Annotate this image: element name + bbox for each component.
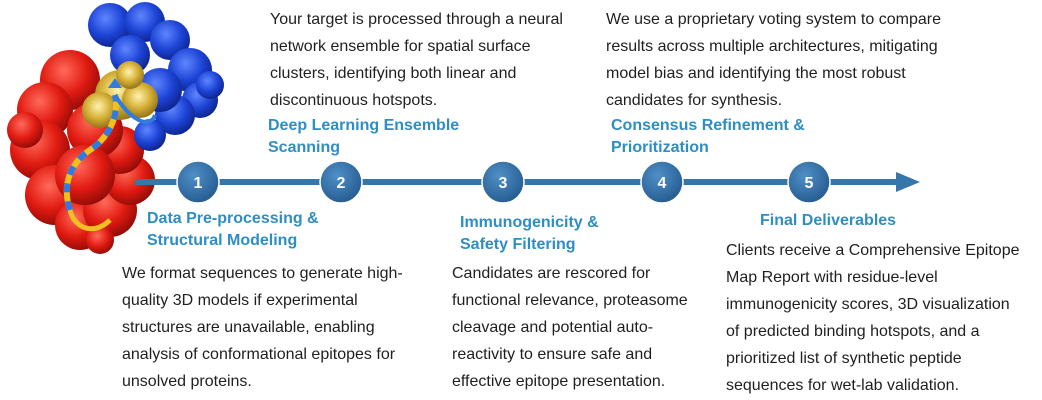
step-4-title: Consensus Refinement & Prioritization (611, 117, 805, 156)
protein-structure-icon (7, 2, 224, 254)
step-marker-2: 2 (319, 160, 363, 204)
step-3-description: Candidates are rescored for functional r… (452, 265, 688, 390)
step-1-description: We format sequences to generate high- qu… (122, 265, 403, 390)
step-number: 1 (194, 175, 203, 192)
step-5-description: Clients receive a Comprehensive Epitope … (726, 242, 1020, 394)
step-number: 4 (658, 175, 667, 192)
step-number: 3 (499, 175, 508, 192)
step-4-description: We use a proprietary voting system to co… (606, 11, 941, 109)
step-number: 2 (337, 175, 346, 192)
step-1-title: Data Pre-processing & Structural Modelin… (147, 210, 319, 249)
step-2-title: Deep Learning Ensemble Scanning (268, 117, 460, 156)
step-3-title: Immunogenicity & Safety Filtering (460, 214, 599, 253)
step-marker-5: 5 (787, 160, 831, 204)
step-marker-3: 3 (481, 160, 525, 204)
step-marker-1: 1 (176, 160, 220, 204)
step-5-title: Final Deliverables (760, 212, 897, 229)
step-number: 5 (805, 175, 814, 192)
timeline-arrow-head (896, 172, 920, 192)
step-2-description: Your target is processed through a neura… (270, 11, 563, 109)
step-marker-4: 4 (640, 160, 684, 204)
